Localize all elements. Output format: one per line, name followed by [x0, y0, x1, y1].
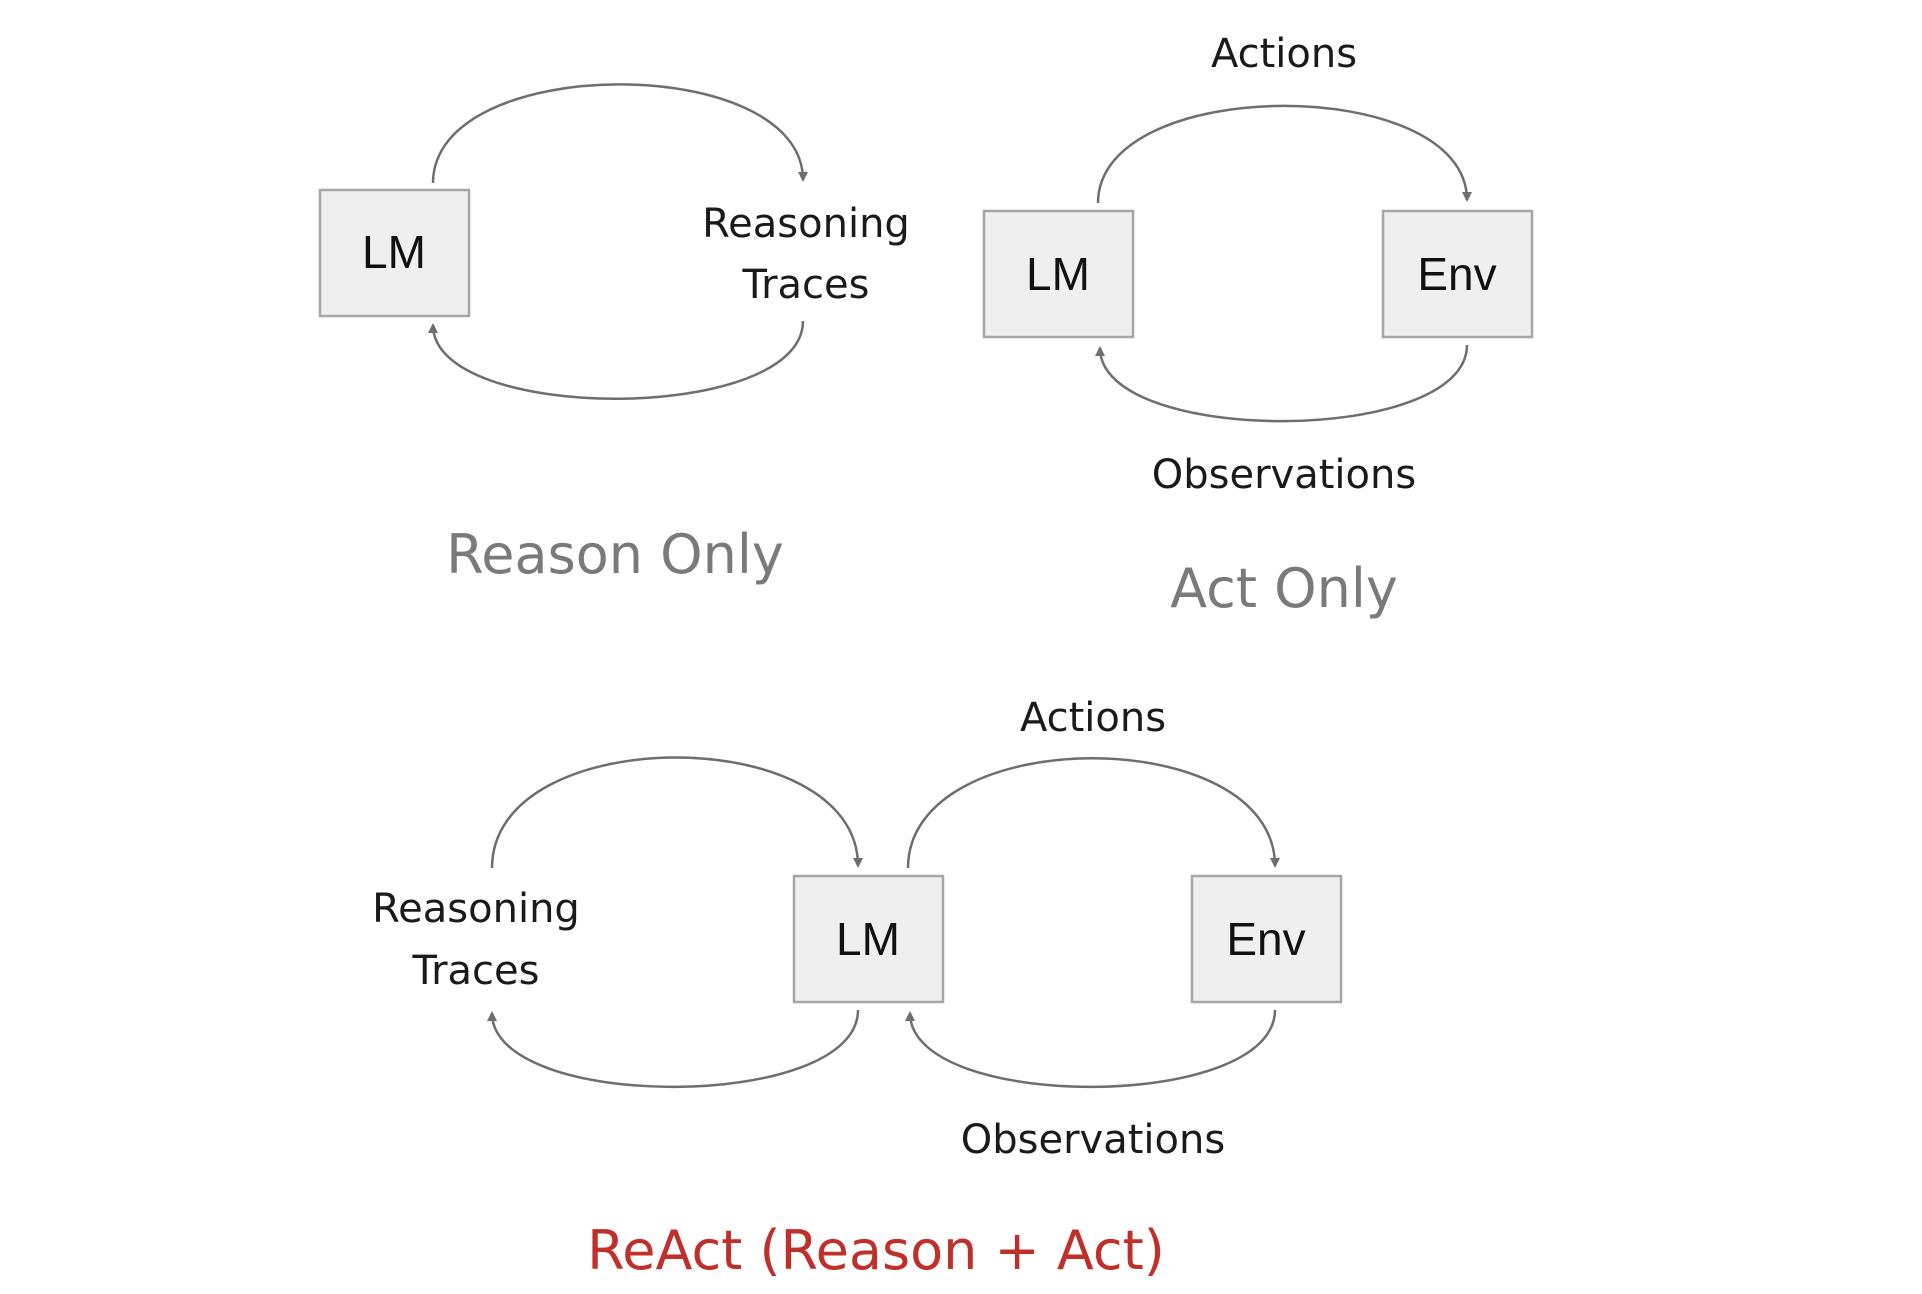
reason-only-lm-box: LM — [318, 188, 471, 318]
reason-only-bottom-arrow — [428, 320, 805, 400]
react-traces-line1: Reasoning — [372, 886, 580, 932]
act-only-title: Act Only — [1170, 557, 1398, 620]
react-reasoning-to-lm-arrow — [490, 756, 863, 869]
react-lm-label: LM — [836, 913, 900, 965]
react-observations-arrow — [905, 1009, 1277, 1089]
react-actions-label: Actions — [1020, 695, 1166, 741]
act-only-panel: Actions LM Env Observations Act Only — [982, 31, 1534, 620]
reason-only-top-arrow — [431, 83, 808, 184]
reason-only-title: Reason Only — [446, 523, 784, 586]
reason-only-panel: LM Reasoning Traces Reason Only — [318, 83, 910, 586]
react-lm-box: LM — [792, 874, 945, 1004]
act-only-lm-box: LM — [982, 209, 1135, 339]
act-only-env-label: Env — [1417, 248, 1496, 300]
act-only-observations-label: Observations — [1152, 452, 1416, 498]
react-observations-label: Observations — [961, 1117, 1225, 1163]
react-traces-line2: Traces — [412, 948, 540, 994]
react-lm-to-reasoning-arrow — [487, 1009, 860, 1089]
act-only-env-box: Env — [1381, 209, 1534, 339]
react-panel: Actions LM Env Reasoning Traces Observat… — [372, 695, 1343, 1282]
act-only-lm-label: LM — [1026, 248, 1090, 300]
react-env-label: Env — [1226, 913, 1305, 965]
reason-only-lm-label: LM — [362, 226, 426, 278]
react-env-box: Env — [1190, 874, 1343, 1004]
react-actions-arrow — [906, 757, 1280, 869]
act-only-actions-label: Actions — [1211, 31, 1357, 77]
act-only-observations-arrow — [1095, 344, 1469, 423]
react-title: ReAct (Reason + Act) — [587, 1219, 1165, 1282]
reason-only-traces-line2: Traces — [742, 262, 870, 308]
reason-only-traces-line1: Reasoning — [702, 201, 910, 247]
act-only-actions-arrow — [1096, 104, 1472, 204]
